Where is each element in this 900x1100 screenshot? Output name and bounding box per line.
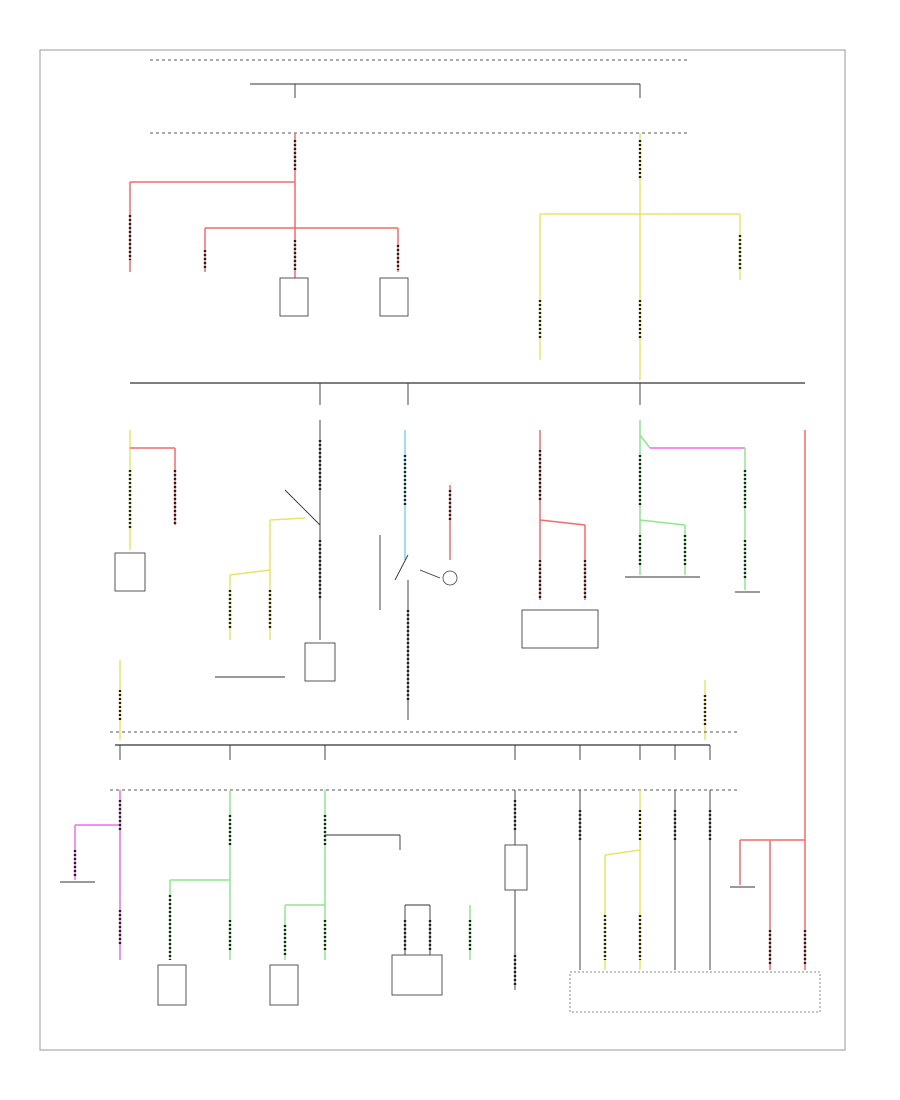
circuit-green-lower-a [157, 790, 232, 1006]
red-circuit-upper-left [128, 133, 409, 317]
circuit-black-lower-center [325, 834, 472, 996]
top-battery-feed [150, 59, 690, 134]
yellow-circuit-upper-right [538, 133, 742, 380]
circuit-switch-center-left [215, 420, 336, 682]
circuit-red-instrument [521, 430, 599, 649]
middle-bus [130, 382, 805, 405]
circuit-blue-switch [379, 430, 458, 720]
circuit-yellow-red-left [114, 430, 177, 592]
circuit-green-lower-b [269, 790, 327, 1006]
circuit-relay-center [504, 790, 528, 990]
lower-bus [110, 731, 740, 791]
circuit-pink-lower-left [60, 790, 122, 960]
circuit-pink-green-right [625, 420, 760, 593]
circuit-lighting-control [569, 790, 821, 1013]
diagram-frame [39, 49, 846, 1051]
lighting-control-module-box [569, 971, 821, 1013]
left-feed-to-lower-bus [118, 660, 707, 740]
